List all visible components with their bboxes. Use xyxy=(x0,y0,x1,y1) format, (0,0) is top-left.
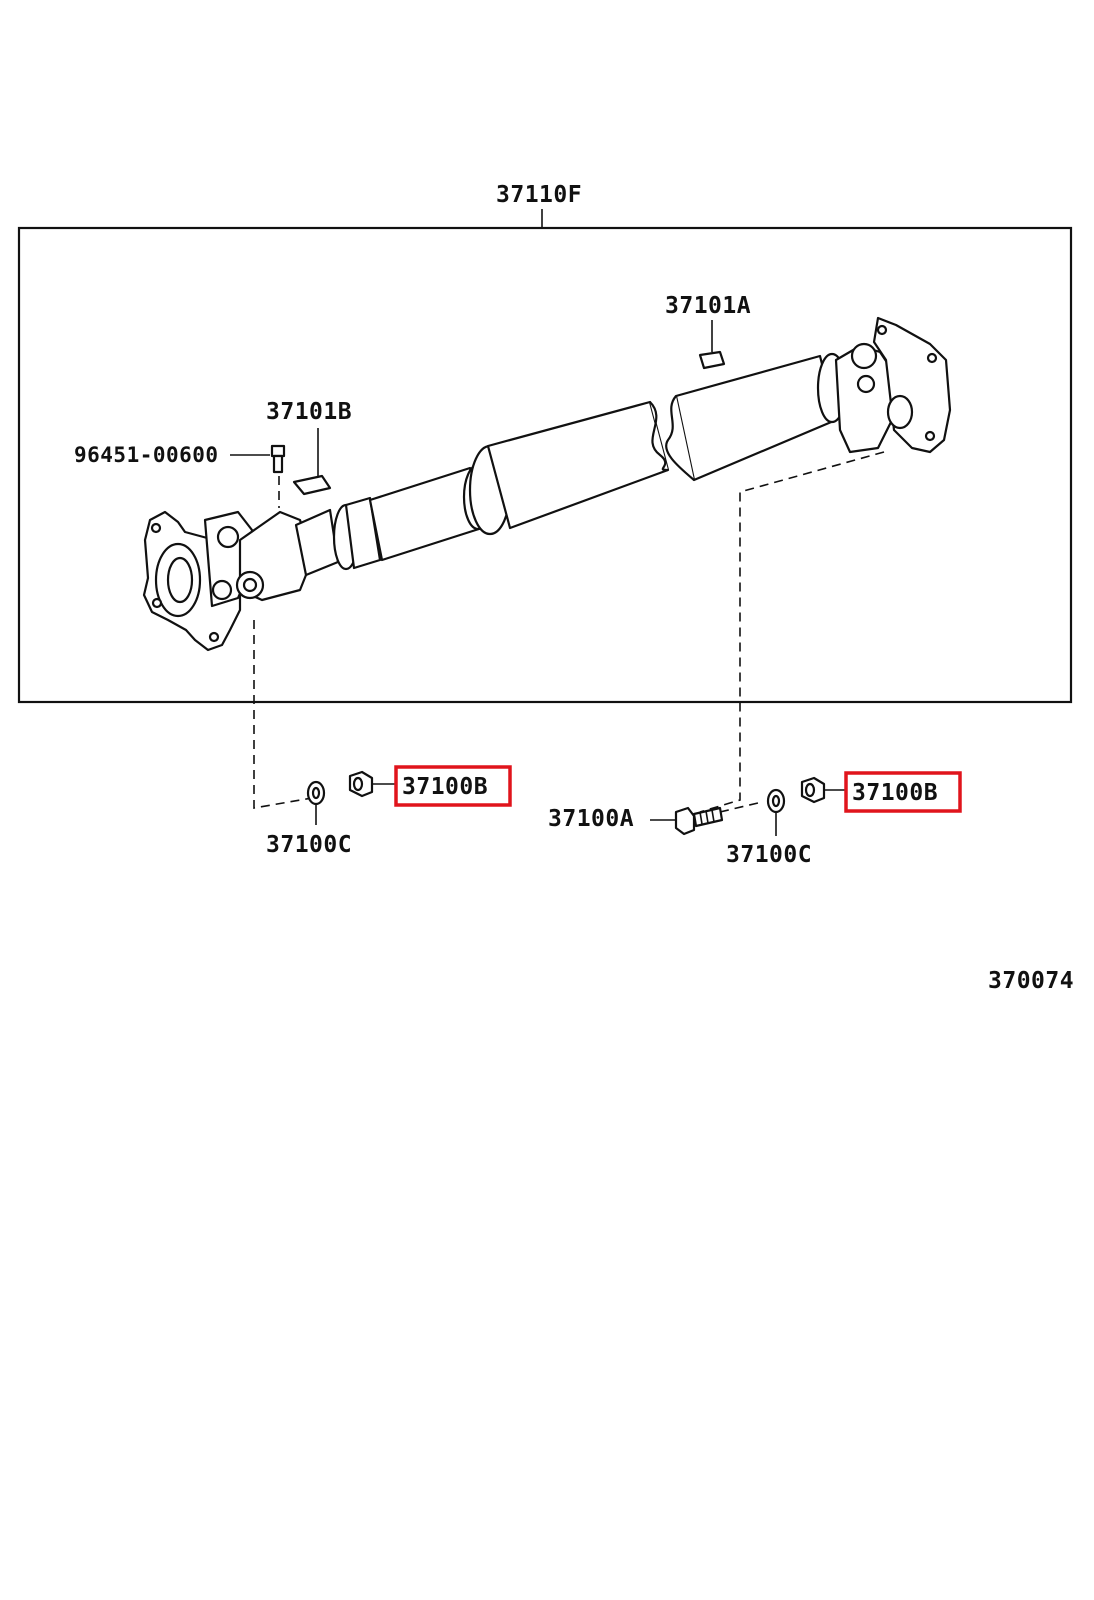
left-nut-label[interactable]: 37100B xyxy=(402,774,488,800)
grease-fitting-part xyxy=(270,444,286,474)
bolt-label[interactable]: 37100A xyxy=(548,806,634,832)
bolt-part xyxy=(674,806,724,836)
slip-yoke xyxy=(235,496,382,602)
grease-fitting-label[interactable]: 96451-00600 xyxy=(74,443,219,467)
front-flange-yoke xyxy=(142,510,254,652)
rear-tube xyxy=(665,352,848,482)
right-nut-part xyxy=(800,776,826,804)
diagram-number: 370074 xyxy=(988,968,1074,994)
propeller-shaft xyxy=(142,316,952,652)
front-cover-part xyxy=(292,474,332,496)
assembly-label[interactable]: 37110F xyxy=(496,182,582,208)
left-washer-label[interactable]: 37100C xyxy=(266,832,352,858)
assembly-frame xyxy=(17,226,1073,704)
right-nut-highlight-box xyxy=(844,771,962,813)
rear-flange-yoke xyxy=(834,316,952,454)
center-cover-label[interactable]: 37101A xyxy=(665,293,751,319)
left-nut-highlight-box xyxy=(394,765,512,807)
left-nut-part xyxy=(348,770,374,798)
right-nut-label[interactable]: 37100B xyxy=(852,780,938,806)
right-dash-line xyxy=(699,451,885,813)
front-cover-label[interactable]: 37101B xyxy=(266,399,352,425)
right-dash-line-2 xyxy=(719,801,763,813)
left-dash-line xyxy=(253,620,313,809)
right-washer-part xyxy=(766,788,786,814)
center-cover-part xyxy=(698,350,726,370)
front-tube xyxy=(368,400,670,562)
left-washer-part xyxy=(306,780,326,806)
right-washer-label[interactable]: 37100C xyxy=(726,842,812,868)
